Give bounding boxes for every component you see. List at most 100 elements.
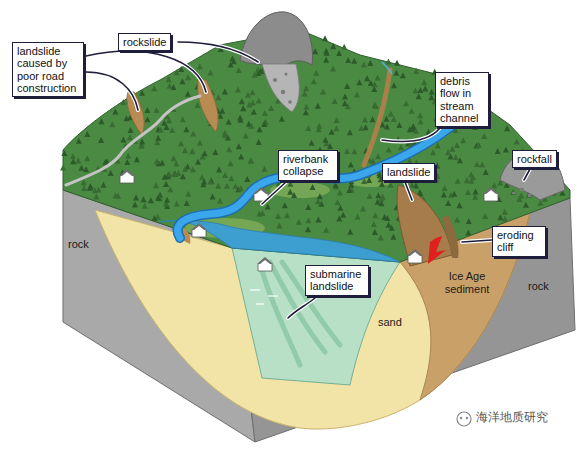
tree [345,57,351,63]
tree [275,213,281,219]
tree [190,166,196,172]
tree [60,165,66,171]
tree [385,58,391,64]
tree [474,161,480,167]
tree [362,117,368,123]
tree [375,192,381,198]
leader-line [462,240,492,242]
tree [75,158,81,164]
leader-line [524,169,530,180]
callout-text: rockslide [123,36,166,48]
tree [92,187,98,193]
tree [232,183,238,189]
tree [178,140,184,146]
tree [391,116,397,122]
tree [363,124,369,130]
tree [394,60,400,66]
tree [302,90,308,96]
tree [391,82,397,88]
tree [409,108,415,114]
tree [510,189,516,195]
tree [61,150,67,156]
tree [100,182,106,188]
tree [212,149,218,155]
tree [398,144,404,150]
tree [417,87,423,93]
tree [430,149,436,155]
tree [296,219,302,225]
tree [127,134,133,140]
tree [257,126,263,132]
tree [159,160,165,166]
tree [375,153,381,159]
rock-peak [240,12,313,70]
tree [372,102,378,108]
forest [60,35,565,246]
tree [380,194,386,200]
callout-text: debris flow in stream channel [440,75,484,124]
block [284,72,287,75]
callout-box: submarine landslide [305,265,369,296]
tree [248,158,254,164]
tree [503,146,509,152]
tree [372,229,378,235]
tree [108,170,114,176]
waves [250,290,278,304]
tree [309,140,315,146]
tree [133,194,139,200]
tree [372,81,378,87]
tree [341,44,347,50]
tree [312,48,318,54]
tree [235,87,241,93]
tree [482,213,488,219]
icon-dot [466,417,468,419]
rockfall-blocks [512,188,531,197]
block [273,78,277,82]
tree [201,178,207,184]
river-bank [178,110,470,238]
tree [403,100,409,106]
tree [185,191,191,197]
tree [481,133,487,139]
tree [340,212,346,218]
tree [381,214,387,220]
tree [334,117,340,123]
tree [418,118,424,124]
tree [183,126,189,132]
leader-line [405,182,412,200]
tree [454,142,460,148]
tree [81,185,87,191]
tree [327,143,333,149]
tree [358,125,364,131]
tree [190,130,196,136]
tree [502,216,508,222]
tree [83,166,89,172]
house [119,169,135,183]
tree [371,221,377,227]
tree [337,189,343,195]
tree [155,195,161,201]
tree [261,121,267,127]
tree [313,70,319,76]
house [257,257,273,271]
tree [375,75,381,81]
tree [441,191,447,197]
callout-text: submarine landslide [310,268,364,293]
tree [451,191,457,197]
tree [217,198,223,204]
tree [379,181,385,187]
tree [400,72,406,78]
tree [182,147,188,153]
tree [497,214,503,220]
callout-box: landslide [382,163,435,181]
tree [370,116,376,122]
tree [351,148,357,154]
tree [449,146,455,152]
tree [248,123,254,129]
tree [224,183,230,189]
tree [409,182,415,188]
tree [491,182,497,188]
tree [166,76,172,82]
tree [416,93,422,99]
tree [495,148,501,154]
